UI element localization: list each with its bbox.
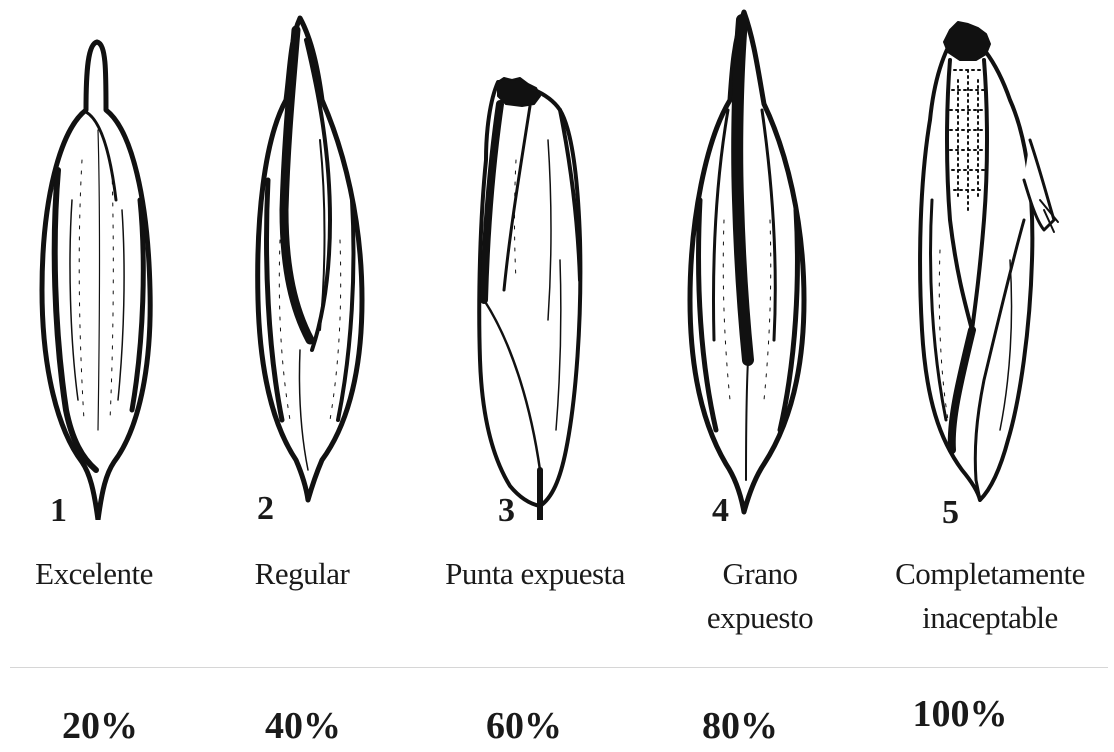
grain-fully-open-icon [920, 22, 1058, 500]
grade-label-3-line-1: Punta expuesta [420, 552, 650, 596]
grade-label-4: Grano expuesto [680, 552, 840, 640]
grain-tip-exposed-icon [479, 78, 580, 520]
grade-percent-2: 40% [243, 706, 363, 746]
grade-percent-4: 80% [680, 706, 800, 746]
grade-label-4-line-2: expuesto [680, 596, 840, 640]
grain-closed-hull-icon [42, 42, 150, 520]
grade-label-3: Punta expuesta [420, 552, 650, 596]
grade-percent-1: 20% [40, 706, 160, 746]
grade-label-1: Excelente [14, 552, 174, 596]
grain-illustrations [0, 0, 1114, 520]
grade-label-2: Regular [222, 552, 382, 596]
grain-kernel-exposed-icon [690, 12, 804, 512]
grade-number-4: 4 [712, 494, 729, 528]
grade-number-1: 1 [50, 494, 67, 528]
grade-number-2: 2 [257, 492, 274, 526]
grade-label-1-line-1: Excelente [14, 552, 174, 596]
grain-slightly-open-icon [258, 18, 362, 500]
grade-number-5: 5 [942, 496, 959, 530]
divider-line [10, 667, 1108, 668]
grade-label-5-line-1: Completamente [880, 552, 1100, 596]
grade-label-5-line-2: inaceptable [880, 596, 1100, 640]
grade-number-3: 3 [498, 494, 515, 528]
grade-label-5: Completamente inaceptable [880, 552, 1100, 640]
grade-label-4-line-1: Grano [680, 552, 840, 596]
grade-percent-5: 100% [890, 694, 1030, 734]
grade-label-2-line-1: Regular [222, 552, 382, 596]
grade-percent-3: 60% [464, 706, 584, 746]
